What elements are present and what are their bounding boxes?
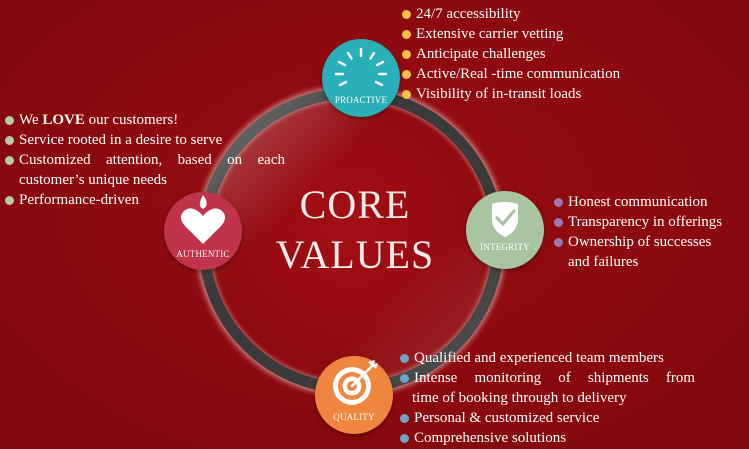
proactive-badge: PROACTIVE bbox=[322, 39, 400, 117]
authentic-badge: AUTHENTIC bbox=[164, 192, 242, 270]
core-values-title: CORE VALUES bbox=[250, 180, 460, 280]
core-title-line1: CORE bbox=[299, 182, 411, 227]
list-item-text: We bbox=[19, 112, 43, 128]
list-item: Performance-driven bbox=[5, 190, 285, 210]
list-item-text: customer’s unique needs bbox=[19, 172, 168, 188]
integrity-list: Honest communication Transparency in off… bbox=[554, 192, 749, 272]
list-item: Comprehensive solutions bbox=[400, 428, 695, 448]
list-item: Ownership of successes bbox=[554, 232, 749, 252]
list-item: Active/Real -time communication bbox=[402, 64, 702, 84]
core-ring bbox=[198, 88, 504, 394]
list-item: Qualified and experienced team members bbox=[400, 348, 695, 368]
authentic-list: We LOVE our customers! Service rooted in… bbox=[5, 110, 285, 210]
list-item: Transparency in offerings bbox=[554, 212, 749, 232]
list-item: Personal & customized service bbox=[400, 408, 695, 428]
integrity-label: INTEGRITY bbox=[480, 242, 530, 252]
quality-label: QUALITY bbox=[333, 412, 375, 422]
list-item: 24/7 accessibility bbox=[402, 4, 702, 24]
shield-check-icon bbox=[492, 202, 518, 237]
quality-badge: QUALITY bbox=[315, 356, 393, 434]
list-item: Honest communication bbox=[554, 192, 749, 212]
list-item: Anticipate challenges bbox=[402, 44, 702, 64]
list-item: Customized attention, based on each bbox=[5, 150, 285, 170]
list-item-text: and failures bbox=[568, 254, 639, 270]
integrity-badge: INTEGRITY bbox=[466, 191, 544, 269]
proactive-list: 24/7 accessibility Extensive carrier vet… bbox=[402, 4, 702, 104]
target-arrow-icon bbox=[333, 360, 378, 405]
list-item: Visibility of in-transit loads bbox=[402, 84, 702, 104]
list-item: Service rooted in a desire to serve bbox=[5, 130, 285, 150]
quality-list: Qualified and experienced team members I… bbox=[400, 348, 695, 448]
sunburst-icon bbox=[334, 47, 388, 87]
list-item: Intense monitoring of shipments from bbox=[400, 368, 695, 388]
list-item-text: our customers! bbox=[84, 112, 179, 128]
list-item-continuation: time of booking through to delivery bbox=[400, 388, 695, 408]
heart-flame-icon bbox=[180, 195, 226, 244]
core-title-line2: VALUES bbox=[275, 232, 435, 277]
list-item-continuation: and failures bbox=[554, 252, 749, 272]
list-item-text: time of booking through to delivery bbox=[412, 390, 627, 406]
list-item-continuation: customer’s unique needs bbox=[5, 170, 285, 190]
authentic-label: AUTHENTIC bbox=[176, 249, 230, 259]
list-item: We LOVE our customers! bbox=[5, 110, 285, 130]
list-item: Extensive carrier vetting bbox=[402, 24, 702, 44]
proactive-label: PROACTIVE bbox=[334, 95, 388, 105]
love-emphasis: LOVE bbox=[42, 112, 85, 128]
